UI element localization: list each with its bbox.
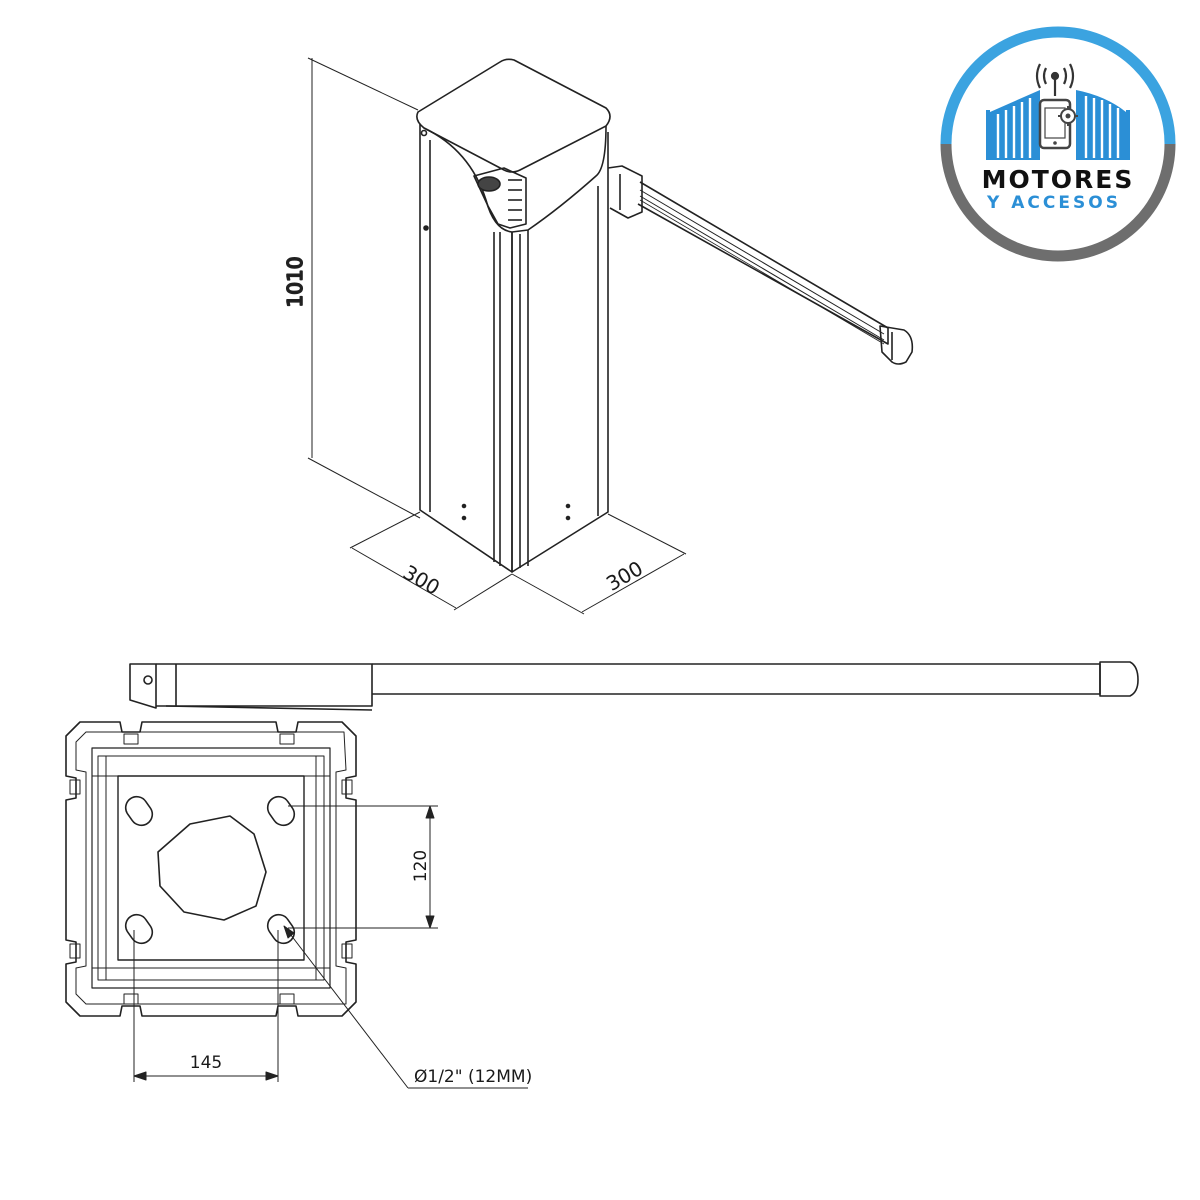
phone-gear-icon [1038,98,1078,150]
height-dimension [307,57,421,519]
arm-side-view [129,661,1139,711]
logo-ring-bottom [940,143,1176,262]
boom-arm [637,181,914,365]
isometric-barrier-view: 1010 [282,57,914,615]
arm-side-end-cap [1099,661,1139,697]
control-panel [473,167,527,229]
height-dimension-label: 1010 [283,257,307,308]
horizontal-hole-dimension [133,930,279,1082]
cabinet-top [416,58,611,173]
arm-mount [607,165,643,219]
antenna-icon [1035,63,1075,96]
logo-title: MOTORES [982,165,1135,194]
boom-end-cap [879,325,914,365]
side-tabs [69,733,353,1005]
gate-icon [986,90,1130,160]
cable-passage-octagon [157,815,267,921]
vertical-hole-dimension-label: 120 [411,850,431,882]
logo-subtitle: Y ACCESOS [986,193,1121,213]
arm-pivot-hole [143,675,153,685]
hole-diameter-label: Ø1/2" (12MM) [414,1067,532,1087]
brand-logo: MOTORES Y ACCESOS [940,26,1176,262]
hole-diameter-leader [283,925,528,1089]
arm-housing [156,663,373,707]
head-cover [423,125,607,233]
horizontal-hole-dimension-label: 145 [190,1053,222,1073]
width-right-label: 300 [602,556,647,596]
vertical-hole-dimension [288,805,438,929]
base-plate-view: 120 145 Ø1/2" (12MM) [65,721,532,1089]
base-outer-profile [65,721,357,1017]
cabinet-left-face [419,124,513,573]
width-dimension-right [511,513,687,615]
logo-ring-top [940,26,1176,145]
width-left-label: 300 [399,560,444,600]
width-dimension-left [349,511,513,611]
mounting-holes [124,795,296,945]
cabinet-right-face [511,132,609,573]
